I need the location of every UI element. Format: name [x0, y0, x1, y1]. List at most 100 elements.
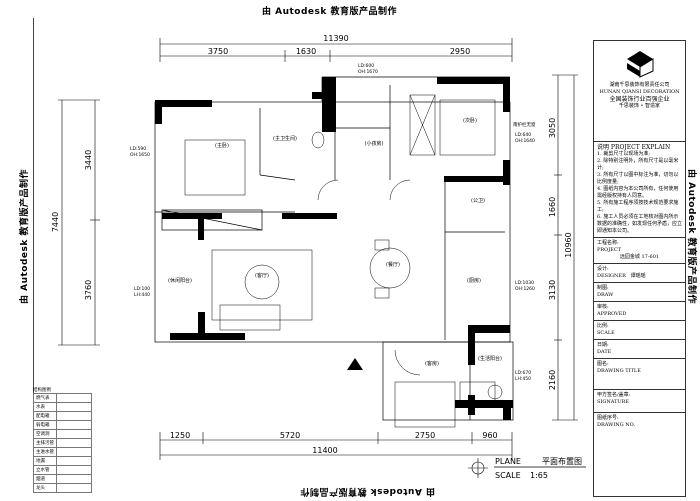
window-note: OH:1650: [130, 152, 150, 158]
legend-symbol-icon: [56, 402, 92, 412]
field-label-en: DRAWING TITLE: [597, 368, 641, 374]
window-note: LD:670: [515, 370, 531, 376]
scale-field: 比例:SCALE: [594, 321, 685, 340]
window-note: LD:640: [515, 132, 531, 138]
plan-scale-label: SCALE: [495, 471, 521, 480]
legend-row: 空调洞: [33, 429, 92, 439]
dim-left-2: 3760: [84, 280, 93, 300]
structural-walls: [155, 77, 513, 420]
legend-title: 结构图例: [33, 388, 51, 393]
field-label-en: DESIGNER: [597, 273, 626, 279]
room-guest: (客房): [425, 360, 439, 367]
explain-note: 2. 除特别注明外，所有尺寸是以毫米计;: [597, 158, 679, 171]
room-master-bath: (主卫生间): [273, 135, 297, 142]
room-living: (客厅): [255, 272, 269, 279]
second-bed: [439, 99, 496, 156]
dim-right-2: 1660: [548, 197, 557, 217]
legend-row: 配电箱: [33, 411, 92, 421]
legend-symbol-icon: [56, 420, 92, 430]
legend-table: 燃气表水表配电箱弱电箱空调洞主排污管主进水管地漏立水管烟道龙头: [33, 393, 92, 493]
legend-label: 龙头: [33, 483, 57, 493]
field-label: 制图:: [597, 285, 609, 291]
window-note: OH:1640: [515, 138, 535, 144]
legend-row: 弱电箱: [33, 420, 92, 430]
room-labels: (主卧) (主卫生间) (小孩房) (次卧) (公卫) (休闲阳台) (客厅) …: [168, 117, 502, 367]
company-slogan: 全国装饰行业百强企业: [609, 96, 670, 103]
legend-symbol-icon: [56, 456, 92, 466]
legend-row: 燃气表: [33, 393, 92, 403]
window-note: LH:450: [515, 376, 531, 382]
field-label-en: SIGNATURE: [597, 399, 630, 405]
legend-symbol-icon: [56, 447, 92, 457]
field-label-en: APPROVED: [597, 311, 627, 317]
legend-label: 立水管: [33, 465, 57, 475]
legend-symbol-icon: [56, 474, 92, 484]
window-notes: LD:590 OH:1650 LD:600 OH:1670 南护栏无窗 LD:6…: [130, 63, 536, 382]
window-note: OH:1670: [358, 69, 378, 75]
company-name-en: HUNAN QIANSI DECORATION: [599, 89, 680, 95]
door-swing: [317, 179, 339, 201]
explain-block: 说明 PROJECT EXPLAIN 1. 裁剪尺寸以现场为准;2. 除特别注明…: [594, 142, 685, 238]
dimension-texts: 11390 3750 1630 2950 3440 3760 7440 3050…: [51, 34, 573, 455]
field-label-en: DATE: [597, 349, 612, 355]
explain-note: 6. 施工人员必须在工地核对图内所示数据的准确性，如发现任何矛盾，应立即通知本公…: [597, 214, 683, 234]
legend-symbol-icon: [56, 429, 92, 439]
dim-top-3: 2950: [450, 47, 470, 56]
explain-notes: 1. 裁剪尺寸以现场为准;2. 除特别注明外，所有尺寸是以毫米计;3. 所有尺寸…: [597, 151, 682, 235]
legend-symbol-icon: [56, 438, 92, 448]
legend-label: 燃气表: [33, 393, 57, 403]
legend-label: 空调洞: [33, 429, 57, 439]
dim-right-total: 10960: [564, 232, 573, 257]
dim-bottom-3: 2750: [415, 431, 435, 440]
legend-row: 地漏: [33, 456, 92, 466]
legend-row: 烟道: [33, 474, 92, 484]
company-name: 湖南千思装饰有限责任公司: [609, 82, 670, 88]
company-tagline: 千思装饰 • 智造家: [618, 103, 661, 109]
approved-field: 审核:APPROVED: [594, 302, 685, 321]
field-label: 图纸序号:: [597, 415, 619, 421]
window-note: OH:1260: [515, 286, 535, 292]
window-note: LH:440: [134, 292, 150, 298]
legend-symbol-icon: [56, 393, 92, 403]
draw-field: 制图:DRAW: [594, 283, 685, 302]
dim-right-1: 3050: [548, 118, 557, 138]
north-arrow-icon: [347, 358, 363, 370]
field-label-en: SCALE: [597, 330, 615, 336]
field-label: 比例:: [597, 323, 609, 329]
room-leisure-balcony: (休闲阳台): [168, 277, 192, 284]
plan-title: PLANE SCALE 1:65 平面布置图: [468, 456, 586, 480]
dimension-lines: [58, 38, 578, 460]
window-note-title: 南护栏无窗: [513, 121, 536, 128]
legend-row: 主排污管: [33, 438, 92, 448]
legend-label: 主排污管: [33, 438, 57, 448]
legend-label: 水表: [33, 402, 57, 412]
field-label-en: PROJECT: [597, 247, 622, 253]
washing-machine: [487, 384, 503, 400]
living-table: [244, 264, 280, 300]
dim-left-1: 3440: [84, 150, 93, 170]
legend-row: 水表: [33, 402, 92, 412]
legend-label: 主进水管: [33, 447, 57, 457]
furniture: [184, 94, 503, 428]
dim-bottom-4: 960: [482, 431, 497, 440]
title-block: 湖南千思装饰有限责任公司 HUNAN QIANSI DECORATION 全国装…: [593, 40, 686, 497]
plan-name: PLANE: [495, 457, 521, 466]
field-label: 工程名称:: [597, 240, 619, 246]
legend-row: 立水管: [33, 465, 92, 475]
legend-symbol-icon: [56, 483, 92, 493]
company-logo-icon: [626, 51, 653, 78]
watermark-top: 由 Autodesk 教育版产品制作: [262, 7, 398, 17]
dining-table: [369, 247, 411, 289]
room-utility-balcony: (生活阳台): [478, 355, 502, 362]
room-public-bath: (公卫): [471, 198, 485, 204]
toilet: [311, 131, 325, 149]
field-label-en: DRAW: [597, 292, 614, 298]
field-label: 图名:: [597, 361, 609, 367]
legend-label: 地漏: [33, 456, 57, 466]
room-second-bedroom: (次卧): [463, 117, 477, 124]
explain-note: 4. 图纸内容为本公司所有，任何使用需经版权持有人同意。: [597, 186, 679, 199]
designer-value: 谭瑶瑶: [630, 273, 646, 279]
guest-bed: [459, 381, 496, 408]
